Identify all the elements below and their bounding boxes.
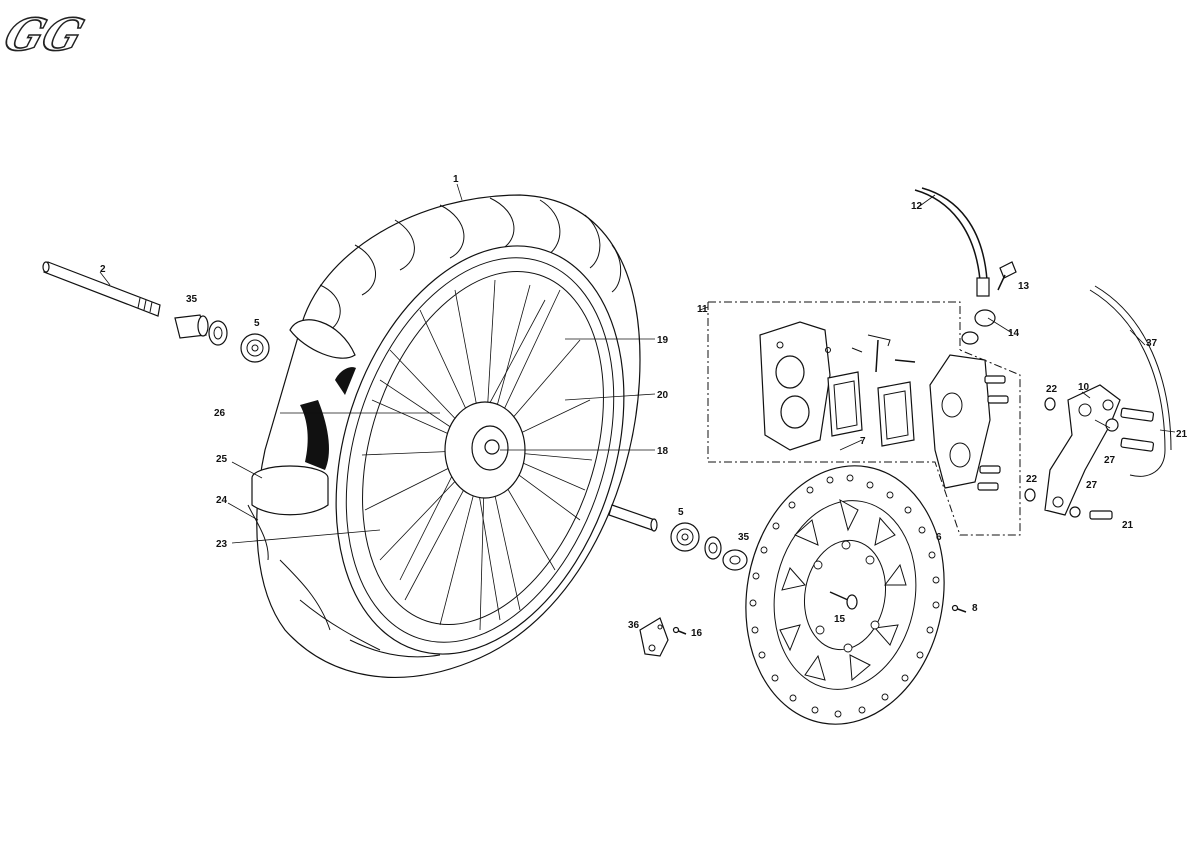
spacer-35-right [722, 549, 748, 571]
callout-8: 8 [972, 603, 978, 614]
callout-5: 5 [254, 318, 260, 329]
caliper-half-left [759, 321, 831, 451]
callout-26: 26 [214, 408, 226, 419]
callout-21: 21 [1176, 429, 1188, 440]
callout-37: 37 [1146, 338, 1158, 349]
caliper-half-right [929, 354, 991, 489]
caliper-bracket [1044, 384, 1121, 516]
callout-15: 15 [834, 614, 846, 625]
brake-disc [745, 465, 945, 725]
wheel-assembly [247, 194, 641, 678]
callout-18: 18 [657, 446, 669, 457]
seal-left [208, 320, 228, 346]
pad-spring-pin [851, 334, 916, 373]
callout-27: 27 [1104, 455, 1116, 466]
brand-logo: GG [0, 8, 91, 61]
logo-text: GG [0, 9, 90, 61]
callout-27-lower: 27 [1086, 480, 1098, 491]
hub-axle-hole [484, 439, 500, 455]
callout-22: 22 [1046, 384, 1058, 395]
callout-11: 11 [697, 304, 708, 315]
seal-right [704, 536, 722, 560]
screw-16 [672, 626, 687, 635]
brake-hose [914, 187, 996, 327]
callout-20: 20 [657, 390, 669, 401]
washer-22-top [1044, 397, 1056, 411]
tube-valve-strip [300, 400, 330, 470]
callout-25: 25 [216, 454, 228, 465]
callout-36: 36 [628, 620, 640, 631]
callout-35: 35 [186, 294, 198, 305]
callout-21-lower: 21 [1122, 520, 1134, 531]
callout-2: 2 [100, 264, 106, 275]
caliper-bolts [977, 375, 1009, 491]
leader-lines [99, 183, 1176, 544]
callout-5-right: 5 [678, 507, 684, 518]
bearing-left [240, 333, 270, 363]
callout-10: 10 [1078, 382, 1090, 393]
bracket-bolts [1069, 407, 1155, 520]
callout-22-lower: 22 [1026, 474, 1038, 485]
callout-24: 24 [216, 495, 228, 506]
brake-pads [827, 371, 915, 447]
sensor-bracket [639, 617, 669, 657]
spacer-left [174, 314, 209, 339]
callout-13: 13 [1018, 281, 1030, 292]
callout-16: 16 [691, 628, 703, 639]
rim-inner [345, 257, 615, 643]
bearing-right [670, 522, 700, 552]
callout-1: 1 [453, 174, 459, 185]
copper-washers [961, 331, 979, 345]
speedo-cable [1089, 285, 1172, 477]
callout-labels: 1 2 35 5 26 25 24 23 19 20 18 11 12 13 1… [100, 174, 1188, 639]
callout-19: 19 [657, 335, 669, 346]
callout-7: 7 [860, 436, 866, 447]
banjo-bolt [997, 261, 1017, 291]
callout-23: 23 [216, 539, 228, 550]
axle [42, 261, 161, 317]
spacer-right [608, 504, 658, 532]
caliper-kit-box [707, 301, 1021, 536]
callout-14: 14 [1008, 328, 1020, 339]
callout-6: 6 [936, 532, 942, 543]
rim-tape [289, 319, 356, 359]
callout-35-right: 35 [738, 532, 750, 543]
washer-22-bottom [1024, 488, 1036, 502]
callout-12: 12 [911, 201, 923, 212]
screw-8 [951, 604, 967, 613]
